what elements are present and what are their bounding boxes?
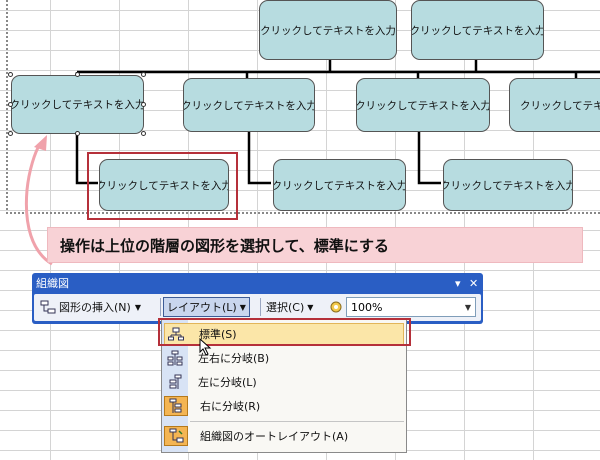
instruction-callout: 操作は上位の階層の図形を選択して、標準にする bbox=[47, 227, 583, 263]
autoformat-icon bbox=[330, 301, 342, 313]
org-chart-toolbar[interactable]: 組織図 ▾ ✕ 図形の挿入(N) ▼ レイアウト(L) ▼ 選択(C) ▼ 10… bbox=[32, 273, 483, 324]
toolbar-body: 図形の挿入(N) ▼ レイアウト(L) ▼ 選択(C) ▼ 100% ▼ bbox=[34, 294, 481, 321]
box-text: クリックしてテキストを入力 bbox=[411, 24, 544, 37]
box-text: クリックしてテキストを入力 bbox=[183, 99, 315, 112]
box-text: クリックしてテキストを入力 bbox=[443, 179, 573, 192]
chevron-down-icon: ▼ bbox=[134, 302, 141, 312]
menu-item-label: 左に分岐(L) bbox=[198, 376, 257, 389]
org-box-mid-4[interactable]: クリックしてテキストを入 bbox=[509, 78, 600, 132]
chevron-down-icon: ▼ bbox=[307, 302, 314, 312]
selection-handle[interactable] bbox=[8, 102, 13, 107]
org-box-sub-1[interactable]: クリックしてテキストを入力 bbox=[99, 159, 229, 211]
menu-item-both[interactable]: 左右に分岐(B) bbox=[164, 347, 404, 369]
menu-item-autolayout[interactable]: 組織図のオートレイアウト(A) bbox=[164, 425, 404, 447]
insert-shape-icon bbox=[40, 300, 56, 314]
selection-handle[interactable] bbox=[75, 72, 80, 77]
selection-handle[interactable] bbox=[75, 131, 80, 136]
org-box-mid-3[interactable]: クリックしてテキストを入力 bbox=[356, 78, 490, 132]
layout-label: レイアウト(L) bbox=[167, 301, 237, 314]
selection-handle[interactable] bbox=[141, 102, 146, 107]
select-label: 選択(C) bbox=[266, 301, 305, 314]
selection-handle[interactable] bbox=[8, 131, 13, 136]
box-text: クリックしてテキストを入力 bbox=[99, 179, 229, 192]
zoom-value: 100% bbox=[351, 300, 383, 314]
menu-item-left[interactable]: 左に分岐(L) bbox=[164, 371, 404, 393]
org-box-top-1[interactable]: クリックしてテキストを入力 bbox=[259, 0, 397, 60]
layout-button[interactable]: レイアウト(L) ▼ bbox=[163, 297, 250, 317]
layout-standard-icon bbox=[165, 325, 187, 343]
highlight-frame-subordinate bbox=[87, 152, 238, 220]
selection-handle[interactable] bbox=[8, 72, 13, 77]
selection-handle[interactable] bbox=[141, 72, 146, 77]
autolayout-icon bbox=[164, 426, 188, 446]
drawing-canvas-border bbox=[6, 0, 600, 214]
org-box-selected[interactable]: クリックしてテキストを入力 bbox=[11, 75, 144, 134]
toolbar-separator bbox=[260, 298, 261, 316]
chevron-down-icon[interactable]: ▼ bbox=[464, 302, 472, 312]
select-button[interactable]: 選択(C) ▼ bbox=[263, 297, 316, 317]
box-text: クリックしてテキストを入力 bbox=[260, 24, 396, 37]
zoom-select[interactable]: 100% ▼ bbox=[346, 297, 476, 317]
highlight-frame-standard bbox=[158, 318, 411, 346]
org-box-top-2[interactable]: クリックしてテキストを入力 bbox=[411, 0, 544, 60]
org-box-sub-2[interactable]: クリックしてテキストを入力 bbox=[273, 159, 406, 211]
toolbar-title: 組織図 bbox=[36, 277, 69, 290]
selection-handle[interactable] bbox=[141, 131, 146, 136]
box-text: クリックしてテキストを入力 bbox=[356, 99, 490, 112]
menu-item-label: 右に分岐(R) bbox=[200, 400, 261, 413]
layout-menu: 標準(S) 左右に分岐(B) 左に分岐(L) 右に分岐(R) 組織図のオートレイ… bbox=[161, 319, 407, 453]
org-box-sub-3[interactable]: クリックしてテキストを入力 bbox=[443, 159, 573, 211]
layout-left-icon bbox=[164, 373, 186, 391]
menu-item-label: 左右に分岐(B) bbox=[198, 352, 270, 365]
menu-item-right[interactable]: 右に分岐(R) bbox=[164, 395, 404, 417]
chevron-down-icon: ▼ bbox=[239, 302, 246, 312]
toolbar-separator bbox=[160, 298, 161, 316]
mouse-cursor-icon bbox=[199, 338, 212, 356]
layout-both-icon bbox=[164, 349, 186, 367]
pointer-arrow bbox=[24, 135, 53, 266]
box-text: クリックしてテキストを入力 bbox=[11, 99, 144, 111]
autoformat-button[interactable] bbox=[325, 297, 347, 317]
insert-shape-button[interactable]: 図形の挿入(N) ▼ bbox=[37, 297, 144, 317]
callout-text: 操作は上位の階層の図形を選択して、標準にする bbox=[60, 236, 389, 255]
layout-right-icon bbox=[164, 396, 188, 416]
box-text: クリックしてテキストを入 bbox=[520, 99, 600, 112]
insert-shape-label: 図形の挿入(N) bbox=[59, 301, 131, 314]
toolbar-options-icon[interactable]: ▾ bbox=[455, 277, 461, 290]
menu-item-label: 標準(S) bbox=[199, 328, 237, 341]
menu-separator bbox=[190, 421, 404, 422]
org-chart[interactable]: クリックしてテキストを入力 クリックしてテキストを入力 クリックしてテキストを入… bbox=[0, 0, 600, 220]
close-icon[interactable]: ✕ bbox=[469, 277, 479, 290]
menu-item-label: 組織図のオートレイアウト(A) bbox=[200, 430, 349, 443]
box-text: クリックしてテキストを入力 bbox=[273, 179, 406, 192]
org-box-mid-2[interactable]: クリックしてテキストを入力 bbox=[183, 78, 315, 132]
